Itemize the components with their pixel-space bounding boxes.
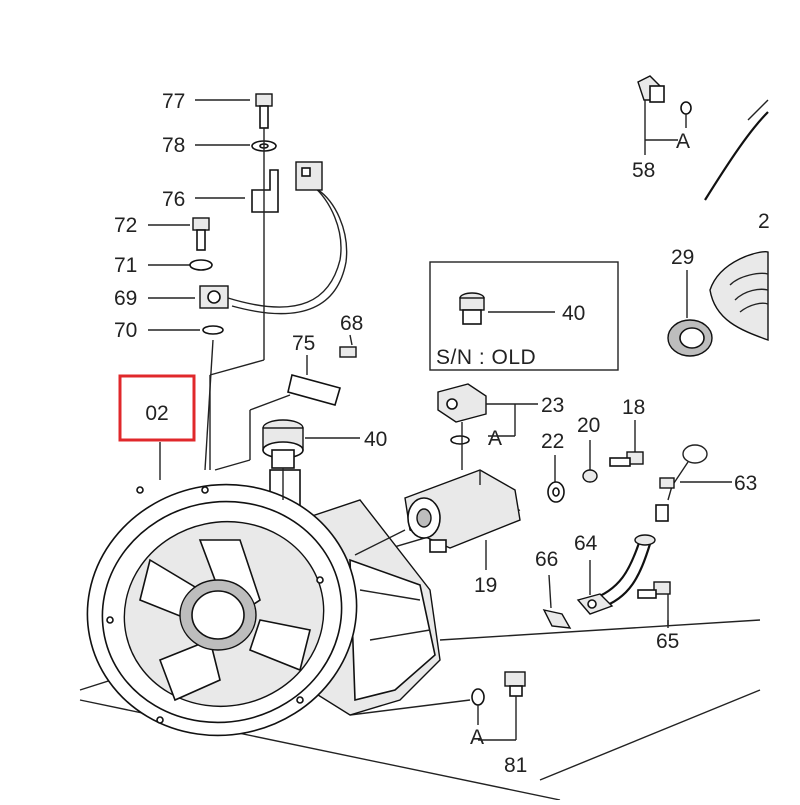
ref-a-valve: A bbox=[488, 427, 502, 450]
callout-19: 19 bbox=[474, 574, 497, 597]
callout-75: 75 bbox=[292, 332, 315, 355]
callout-40-main: 40 bbox=[364, 428, 387, 451]
right-housing-edge bbox=[704, 99, 769, 341]
callout-65: 65 bbox=[656, 630, 679, 653]
left-bolt-stack bbox=[148, 93, 348, 471]
highlight-box-02[interactable]: 02 bbox=[118, 374, 196, 442]
callout-72: 72 bbox=[114, 214, 137, 237]
ref-a-plug: A bbox=[470, 726, 484, 749]
callout-20: 20 bbox=[577, 414, 600, 437]
sensor-58 bbox=[637, 75, 692, 155]
callout-71: 71 bbox=[114, 254, 137, 277]
pipe-64 bbox=[542, 534, 671, 629]
inset-old-serial: S/N : OLD bbox=[429, 261, 619, 371]
callout-labels: 77 78 76 72 71 69 70 75 68 40 40 23 22 2… bbox=[114, 90, 770, 777]
callout-77: 77 bbox=[162, 90, 185, 113]
ref-a-sensor: A bbox=[676, 130, 690, 153]
pump-19 bbox=[354, 469, 521, 570]
callout-23: 23 bbox=[541, 394, 564, 417]
breather-40 bbox=[262, 419, 360, 500]
label-02: 02 bbox=[145, 402, 168, 425]
callout-78: 78 bbox=[162, 134, 185, 157]
callout-69: 69 bbox=[114, 287, 137, 310]
small-parts-22-20-18 bbox=[547, 420, 644, 503]
callout-18: 18 bbox=[622, 396, 645, 419]
plate-75-bolt-68 bbox=[214, 334, 357, 471]
callout-76: 76 bbox=[162, 188, 185, 211]
inset-caption: S/N : OLD bbox=[436, 346, 536, 369]
callout-58: 58 bbox=[632, 159, 655, 182]
plug-81 bbox=[471, 671, 526, 741]
callout-40-inset: 40 bbox=[562, 302, 585, 325]
seal-29 bbox=[667, 270, 713, 357]
callout-2-partial: 2 bbox=[758, 210, 770, 233]
callout-63: 63 bbox=[734, 472, 757, 495]
callout-29: 29 bbox=[671, 246, 694, 269]
callout-64: 64 bbox=[574, 532, 598, 555]
callout-70: 70 bbox=[114, 319, 137, 342]
callout-68: 68 bbox=[340, 312, 363, 335]
valve-23 bbox=[437, 383, 538, 470]
dipstick-63 bbox=[655, 444, 732, 522]
callout-22: 22 bbox=[541, 430, 564, 453]
callout-66: 66 bbox=[535, 548, 558, 571]
callout-81: 81 bbox=[504, 754, 527, 777]
main-housing-02 bbox=[86, 469, 441, 737]
